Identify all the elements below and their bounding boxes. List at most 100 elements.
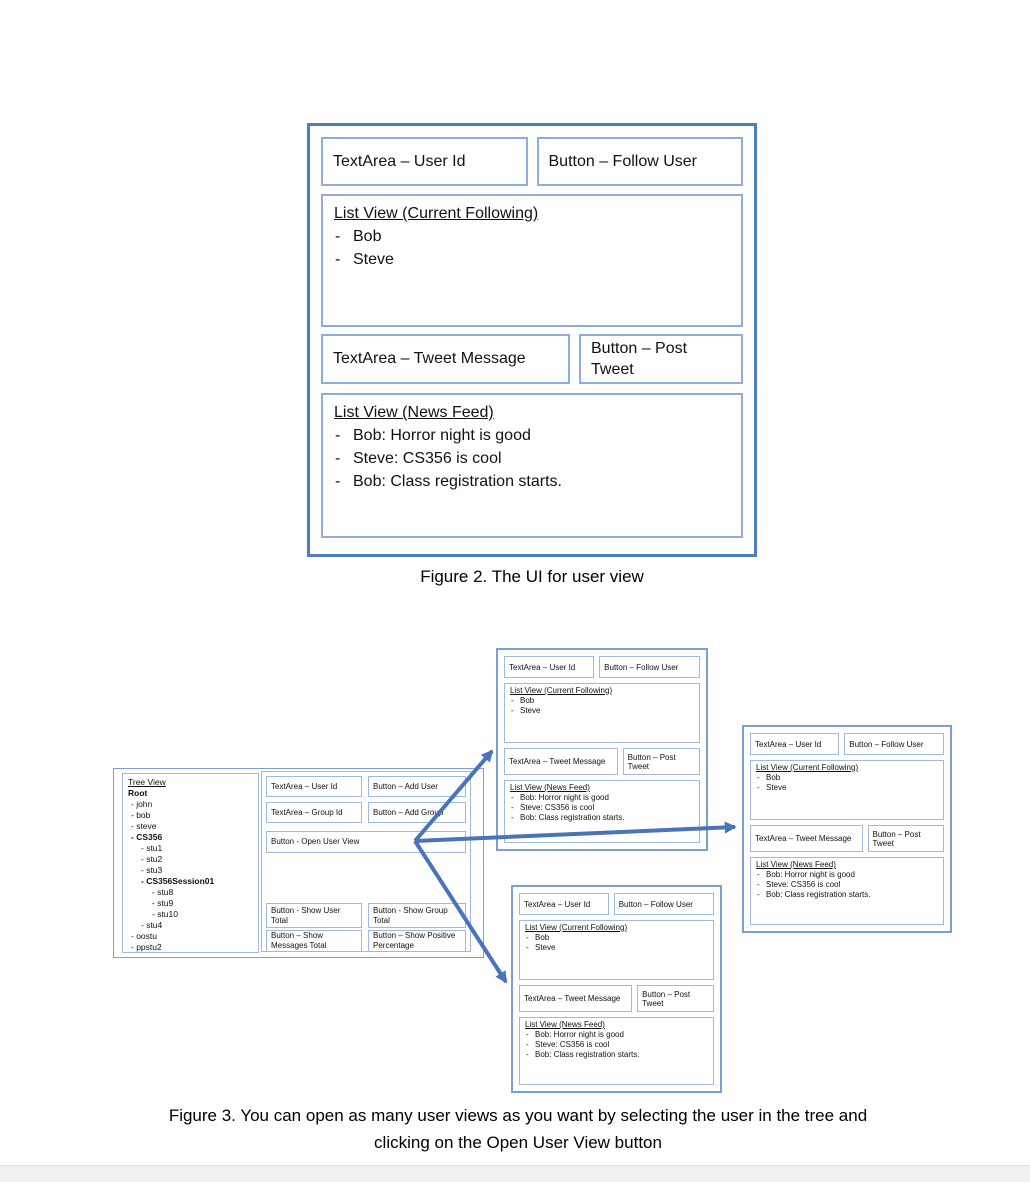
listview-title: List View (News Feed): [756, 860, 836, 869]
mock-tweet-message-textarea: TextArea – Tweet Message: [519, 985, 633, 1012]
mock-post-tweet-button: Button – Post Tweet: [622, 748, 700, 775]
small-tweet-row: TextArea – Tweet Message Button – Post T…: [750, 825, 944, 852]
list-item: Steve: [756, 783, 938, 793]
tree-item: - stu8: [152, 887, 174, 897]
mock-user-id-textarea: TextArea – User Id: [321, 137, 528, 186]
mock-newsfeed-listview: List View (News Feed) Bob: Horror night …: [321, 393, 743, 538]
tree-items: Root- john- bob- steve- CS356- stu1- stu…: [128, 788, 253, 953]
list-item: Bob: [334, 225, 730, 248]
figure3-caption-line2: clicking on the Open User View button: [374, 1133, 662, 1152]
mock-following-listview: List View (Current Following) BobSteve: [504, 683, 700, 743]
tree-item: - oostu: [131, 931, 157, 941]
tree-view-title: Tree View: [128, 777, 166, 787]
tree-item: Root: [128, 788, 148, 798]
listview-items: Bob: Horror night is goodSteve: CS356 is…: [525, 1030, 708, 1060]
mock-user-id-textarea: TextArea – User Id: [519, 893, 609, 915]
tree-item: - stu2: [141, 854, 163, 864]
tree-item: - stu4: [141, 920, 163, 930]
small-top-row: TextArea – User Id Button – Follow User: [504, 656, 700, 678]
page-edge-gutter: [0, 1165, 1030, 1182]
mock-admin-user-id-textarea: TextArea – User Id: [266, 776, 362, 797]
figure3-caption-line1: Figure 3. You can open as many user view…: [168, 1106, 868, 1125]
list-item: Steve: CS356 is cool: [756, 880, 938, 890]
small-top-row: TextArea – User Id Button – Follow User: [750, 733, 944, 755]
figure2-caption: Figure 2. The UI for user view: [420, 567, 644, 586]
mock-newsfeed-listview: List View (News Feed) Bob: Horror night …: [750, 857, 944, 925]
list-item: Bob: Class registration starts.: [510, 813, 694, 823]
listview-title: List View (News Feed): [334, 404, 494, 421]
mock-user-id-textarea: TextArea – User Id: [504, 656, 595, 678]
mock-follow-user-button: Button – Follow User: [613, 893, 714, 915]
listview-title: List View (News Feed): [525, 1020, 605, 1029]
figure3-caption: Figure 3. You can open as many user view…: [38, 1102, 998, 1156]
mock-newsfeed-listview: List View (News Feed) Bob: Horror night …: [504, 780, 700, 843]
listview-title: List View (Current Following): [525, 923, 628, 932]
mock-add-user-button: Button – Add User: [368, 776, 466, 797]
list-item: Bob: Class registration starts.: [334, 470, 730, 493]
admin-button-panel: TextArea – User Id Button – Add User Tex…: [261, 771, 471, 952]
list-item: Steve: CS356 is cool: [334, 447, 730, 470]
listview-items: Bob: Horror night is goodSteve: CS356 is…: [334, 424, 730, 493]
tree-item: - stu1: [141, 843, 163, 853]
user-view-window-b: TextArea – User Id Button – Follow User …: [742, 725, 952, 933]
mock-post-tweet-button: Button – Post Tweet: [637, 985, 714, 1012]
list-item: Steve: [525, 943, 708, 953]
list-item: Bob: Horror night is good: [334, 424, 730, 447]
tree-item: - CS356Session01: [141, 876, 215, 886]
list-item: Bob: [510, 696, 694, 706]
list-item: Bob: Horror night is good: [510, 793, 694, 803]
mock-show-messages-total-button: Button – Show Messages Total: [266, 930, 362, 952]
listview-title: List View (Current Following): [334, 205, 539, 222]
listview-items: Bob: Horror night is goodSteve: CS356 is…: [510, 793, 694, 823]
tree-item: - steve: [131, 821, 157, 831]
mock-open-user-view-button: Button - Open User View: [266, 831, 466, 853]
tree-item: - CS356: [131, 832, 163, 842]
listview-title: List View (News Feed): [510, 783, 590, 792]
mock-show-group-total-button: Button - Show Group Total: [368, 903, 466, 928]
mock-following-listview: List View (Current Following) BobSteve: [519, 920, 714, 980]
mock-tweet-message-textarea: TextArea – Tweet Message: [750, 825, 863, 852]
listview-items: BobSteve: [756, 773, 938, 793]
mock-follow-user-button: Button – Follow User: [844, 733, 944, 755]
listview-items: BobSteve: [510, 696, 694, 716]
mock-following-listview: List View (Current Following) BobSteve: [321, 194, 743, 327]
mock-group-id-textarea: TextArea – Group Id: [266, 802, 362, 823]
tree-item: - stu9: [152, 898, 174, 908]
small-tweet-row: TextArea – Tweet Message Button – Post T…: [504, 748, 700, 775]
mock-post-tweet-button: Button – Post Tweet: [579, 334, 743, 384]
mock-post-tweet-button: Button – Post Tweet: [867, 825, 944, 852]
tree-item: - ppstu2: [131, 942, 162, 952]
list-item: Steve: CS356 is cool: [525, 1040, 708, 1050]
small-top-row: TextArea – User Id Button – Follow User: [519, 893, 714, 915]
listview-items: BobSteve: [334, 225, 730, 271]
mock-following-listview: List View (Current Following) BobSteve: [750, 760, 944, 820]
mock-newsfeed-listview: List View (News Feed) Bob: Horror night …: [519, 1017, 714, 1085]
list-item: Steve: [510, 706, 694, 716]
user-view-window-a: TextArea – User Id Button – Follow User …: [496, 648, 708, 851]
list-item: Bob: [756, 773, 938, 783]
admin-view-mockup: Tree View Root- john- bob- steve- CS356-…: [113, 768, 484, 958]
tree-view-box: Tree View Root- john- bob- steve- CS356-…: [122, 773, 259, 953]
list-item: Steve: [334, 248, 730, 271]
list-item: Bob: Horror night is good: [525, 1030, 708, 1040]
listview-title: List View (Current Following): [510, 686, 613, 695]
tree-item: - bob: [131, 810, 151, 820]
tree-item: - john: [131, 799, 153, 809]
mock-show-positive-percentage-button: Button – Show Positive Percentage: [368, 930, 466, 952]
list-item: Bob: Class registration starts.: [525, 1050, 708, 1060]
tree-item: - stu3: [141, 865, 163, 875]
listview-items: Bob: Horror night is goodSteve: CS356 is…: [756, 870, 938, 900]
list-item: Bob: Horror night is good: [756, 870, 938, 880]
small-tweet-row: TextArea – Tweet Message Button – Post T…: [519, 985, 714, 1012]
mock-tweet-message-textarea: TextArea – Tweet Message: [504, 748, 618, 775]
listview-title: List View (Current Following): [756, 763, 859, 772]
figure2-user-view-mockup: TextArea – User Id Button – Follow User …: [307, 123, 757, 557]
list-item: Steve: CS356 is cool: [510, 803, 694, 813]
mock-user-id-textarea: TextArea – User Id: [750, 733, 840, 755]
list-item: Bob: [525, 933, 708, 943]
tree-item: - stu10: [152, 909, 178, 919]
list-item: Bob: Class registration starts.: [756, 890, 938, 900]
mock-show-user-total-button: Button - Show User Total: [266, 903, 362, 928]
mock-follow-user-button: Button – Follow User: [536, 137, 743, 186]
